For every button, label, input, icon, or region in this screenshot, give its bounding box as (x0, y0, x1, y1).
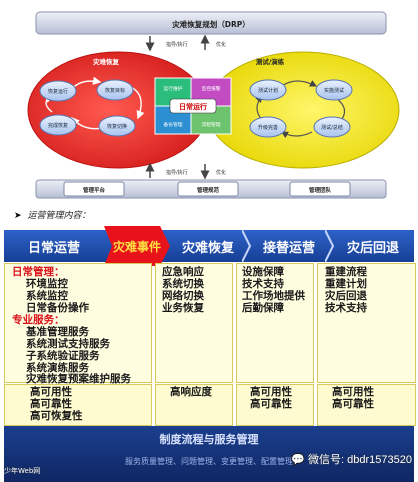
drp-box (35, 11, 387, 35)
arrow-label-top-left: 指导/执行 (166, 41, 188, 48)
mgmt-box-1: 管理规范 (197, 186, 220, 194)
col-rollback (317, 263, 416, 383)
recovery-item: 系统切换 (162, 278, 204, 290)
left-ellipse-title: 灾难恢复 (93, 57, 120, 66)
recovery-item: 应急响应 (162, 266, 204, 278)
quality-item: 高可靠性 (332, 398, 374, 410)
section-heading: ➤运营管理内容： (14, 211, 91, 221)
phase-recovery: 灾难恢复 (181, 239, 234, 255)
left-watermark: 少年Web网 (4, 467, 41, 475)
center-piece-0: 运行维护 (163, 85, 182, 92)
chevron-icon (242, 230, 252, 262)
right-node-0: 测试计划 (249, 79, 287, 101)
takeover-item: 设施保障 (242, 266, 284, 278)
svg-text:测试/总结: 测试/总结 (321, 124, 343, 131)
right-node-3: 测试/总结 (313, 116, 351, 138)
daily-heading-2: 专业服务： (12, 314, 65, 326)
yellow-ellipse (206, 51, 400, 169)
quality-item: 高可靠性 (30, 398, 72, 410)
quality-item: 高可用性 (30, 386, 72, 398)
center-puzzle: 运行维护 监控报警 备份管理 流程管理 日常运行 (154, 77, 232, 135)
right-ellipse-title: 测试/演练 (256, 57, 285, 66)
daily-item: 基准管理服务 (26, 326, 89, 338)
col-recovery (155, 263, 233, 383)
mgmt-box-2: 管理团队 (309, 186, 332, 194)
left-node-3: 恢复切换 (98, 115, 136, 137)
drp-title: 灾难恢复规划（DRP） (172, 19, 250, 29)
phase-takeover: 接替运营 (262, 239, 315, 255)
quality-band-daily (4, 384, 152, 426)
svg-text:实施测试: 实施测试 (324, 87, 344, 94)
arrow-label-top-right: 优化 (216, 41, 226, 48)
footer-band: 制度流程与服务管理 服务质量管理、问题管理、变更管理、配置管理 (4, 426, 414, 482)
rollback-item: 重建计划 (325, 278, 367, 290)
phase-header-band (4, 230, 414, 262)
footer-title: 制度流程与服务管理 (159, 434, 259, 446)
wechat-watermark: 💬 微信号: dbdr1573520 (291, 454, 412, 466)
phase-rollback: 灾后回退 (346, 239, 399, 255)
arrow-label-bottom-left: 指导/执行 (166, 169, 188, 176)
svg-text:恢复切换: 恢复切换 (107, 123, 127, 130)
quality-item: 高可用性 (332, 386, 374, 398)
center-piece-2: 备份管理 (163, 121, 182, 128)
daily-item: 日常备份操作 (26, 302, 89, 314)
takeover-item: 技术支持 (242, 278, 284, 290)
center-piece-3: 流程管理 (201, 121, 220, 128)
svg-text:测试计划: 测试计划 (258, 87, 278, 94)
svg-text:恢复目标: 恢复目标 (105, 87, 125, 94)
wechat-icon: 💬 (291, 454, 305, 466)
recovery-item: 业务恢复 (162, 302, 204, 314)
takeover-item: 工作场地提供 (242, 290, 305, 302)
rollback-item: 技术支持 (325, 302, 367, 314)
svg-text:升级完善: 升级完善 (258, 124, 278, 131)
chevron-icon (325, 230, 335, 262)
quality-band-takeover (236, 384, 314, 426)
daily-item: 系统测试支持服务 (26, 338, 110, 350)
phase-disaster-event: 灾难事件 (104, 226, 170, 266)
quality-item: 高响应度 (170, 386, 212, 398)
quality-item: 高可用性 (250, 386, 292, 398)
drp-diagram: 灾难恢复规划（DRP） 指导/执行 优化 灾难恢复 测试/演练 恢复运行 恢复目… (27, 11, 400, 199)
col-daily (4, 263, 152, 383)
daily-item: 灾难恢复预案维护服务 (26, 373, 131, 385)
quality-band-rollback (317, 384, 416, 426)
right-node-2: 升级完善 (249, 116, 287, 138)
center-label: 日常运行 (179, 102, 207, 111)
quality-item: 高可恢复性 (30, 410, 83, 422)
right-node-1: 实施测试 (315, 79, 353, 101)
daily-item: 子系统验证服务 (26, 350, 100, 362)
svg-text:恢复运行: 恢复运行 (48, 88, 68, 95)
center-piece-1: 监控报警 (201, 85, 220, 92)
left-node-0: 恢复运行 (39, 80, 77, 102)
phase-daily: 日常运营 (27, 239, 80, 255)
operations-table: 日常运营 灾难事件 灾难恢复 接替运营 灾后回退 日常管理： 环境监控 系统监控… (0, 226, 418, 482)
svg-text:完成恢复: 完成恢复 (48, 122, 68, 129)
footer-subtitle: 服务质量管理、问题管理、变更管理、配置管理 (125, 457, 293, 466)
arrow-label-bottom-right: 优化 (216, 169, 226, 176)
daily-item: 环境监控 (26, 278, 68, 290)
rollback-item: 灾后回退 (325, 290, 367, 302)
quality-item: 高可靠性 (250, 398, 292, 410)
daily-heading-1: 日常管理： (12, 266, 65, 278)
left-node-2: 完成恢复 (39, 114, 77, 136)
daily-item: 系统监控 (26, 290, 68, 302)
rollback-item: 重建流程 (325, 266, 367, 278)
left-node-1: 恢复目标 (96, 79, 134, 101)
col-takeover (236, 263, 314, 383)
mgmt-box-0: 管理平台 (83, 186, 106, 194)
bullet-arrow-icon: ➤ (14, 211, 22, 221)
daily-item: 系统演练服务 (26, 362, 89, 374)
takeover-item: 后勤保障 (242, 302, 284, 314)
quality-band-recovery (155, 384, 233, 426)
recovery-item: 网络切换 (162, 290, 204, 302)
